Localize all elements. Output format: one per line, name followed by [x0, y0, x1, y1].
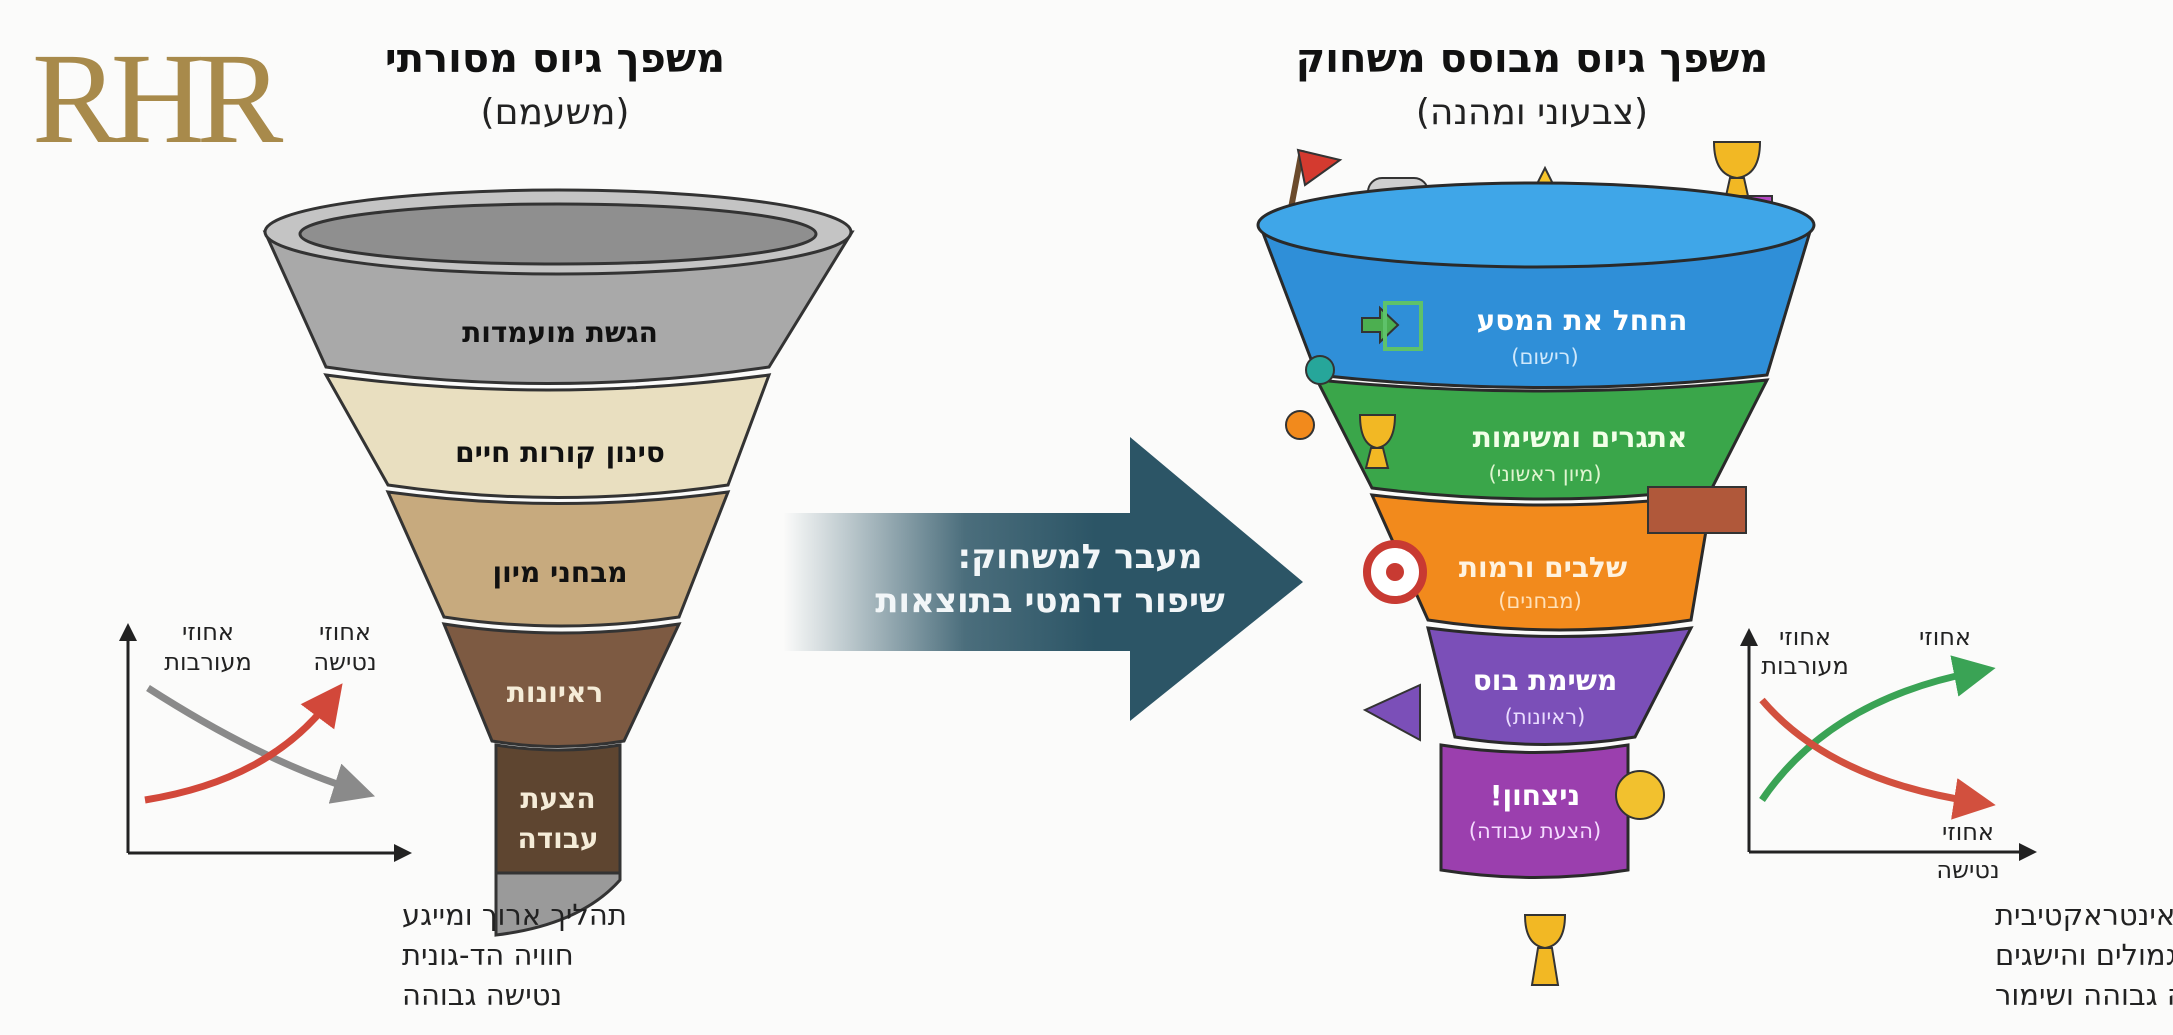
stage-label: מבחני מיון: [493, 556, 628, 589]
y-label: אחוזי: [1779, 623, 1831, 651]
stage-sublabel: (ראיונות): [1505, 705, 1586, 729]
x-label: אחוזי: [1942, 818, 1994, 846]
caption-line: תהליך ארוך ומייגע: [402, 898, 627, 932]
gamified-stage-labels: החחל את המסע (רישום) אתגרים ומשימות (מיו…: [1459, 304, 1688, 843]
y-label: מעורבות: [164, 648, 252, 676]
enter-icon: [1361, 305, 1400, 345]
traditional-stage-labels: הגשת מועמדות סינון קורות חיים מבחני מיון…: [455, 316, 665, 855]
stage-label: שלבים ורמות: [1459, 551, 1627, 584]
stage-label: הצעת: [520, 782, 595, 815]
stage-spout: [494, 743, 622, 875]
stage-label: החחל את המסע: [1477, 304, 1688, 337]
stage-blue: [1257, 223, 1815, 389]
flag-icon: [1296, 148, 1343, 187]
traditional-trend-chart: אחוזי מעורבות אחוזי נטישה: [119, 618, 412, 862]
dropout-line: [144, 683, 343, 804]
stage-brown: [441, 622, 682, 748]
trophy-icon: [1358, 414, 1397, 469]
rhr-logo: RHR: [32, 27, 284, 171]
transition-line-2: שיפור דרמטי בתוצאות: [875, 581, 1225, 621]
stage-label: סינון קורות חיים: [455, 436, 665, 469]
right-title: משפך גיוס מבוסס משחוק: [1296, 36, 1768, 82]
stage-label: ראיונות: [507, 676, 604, 709]
traditional-funnel: [262, 188, 855, 937]
bead-icon: [1305, 355, 1335, 385]
stage-sublabel: (מבחנים): [1498, 589, 1582, 613]
brick-wall-icon: [1647, 486, 1747, 534]
caption-line: נטישה גבוהה: [402, 978, 562, 1012]
stage-green: [1314, 378, 1770, 501]
stage-sublabel: (רישום): [1511, 345, 1578, 369]
megaphone-icon: [1362, 683, 1421, 742]
caption-line: חוויה הד-גונית: [402, 938, 574, 972]
trophy-icon: [1523, 914, 1567, 986]
traditional-caption: תהליך ארוך ומייגע חוויה הד-גונית נטישה ג…: [402, 898, 627, 1012]
medal-icon: [1615, 770, 1665, 820]
dropout-label: אחוזי: [319, 618, 371, 646]
transition-arrow: מעבר למשחוק: שיפור דרמטי בתוצאות: [783, 437, 1303, 721]
dropout-label: נטישה: [313, 648, 376, 676]
right-subtitle: (צבעוני ומהנה): [1416, 92, 1648, 133]
caption-line: הוויה אינטראקטיבית: [1995, 898, 2173, 932]
x-label: נטישה: [1936, 856, 1999, 884]
stage-sublabel: (הצעת עבודה): [1469, 819, 1601, 843]
stage-cream: [323, 373, 772, 499]
engagement-line: [1759, 655, 1996, 802]
door-icon: [1383, 301, 1423, 351]
trophy-icon: [1712, 141, 1762, 197]
stage-purple: [1426, 626, 1694, 746]
stage-label: הגשת מועמדות: [462, 316, 658, 349]
stage-label: עבודה: [517, 822, 598, 855]
series-label: אחוזי: [1919, 623, 1971, 651]
stage-label: משימת בוס: [1473, 664, 1618, 697]
stage-tan: [385, 490, 731, 628]
stage-label: ניצחון!: [1490, 779, 1580, 812]
left-subtitle: (משעמם): [481, 92, 630, 133]
target-center: [1386, 563, 1404, 581]
stage-sublabel: (מיון ראשוני): [1488, 462, 1601, 486]
caption-line: מוטיבציה גבוהה ושימור: [1995, 978, 2173, 1012]
y-label: אחוזי: [182, 618, 234, 646]
funnel-opening: [298, 202, 818, 266]
dropout-line: [1759, 697, 1996, 820]
engagement-line: [146, 685, 376, 804]
gamified-stage-icons: [1285, 301, 1747, 986]
gamified-funnel: [1256, 181, 1816, 879]
transition-line-1: מעבר למשחוק:: [958, 537, 1203, 577]
y-label: מעורבות: [1761, 652, 1849, 680]
stage-label: אתגרים ומשימות: [1473, 421, 1688, 454]
gamified-rim: [1256, 181, 1816, 269]
gamified-trend-chart: אחוזי מעורבות אחוזי אחוזי נטישה: [1740, 623, 2037, 884]
bead-icon: [1285, 410, 1315, 440]
left-title: משפך גיוס מסורתי: [385, 36, 725, 82]
funnel-tip: [494, 871, 622, 937]
stage-magenta: [1439, 743, 1630, 879]
